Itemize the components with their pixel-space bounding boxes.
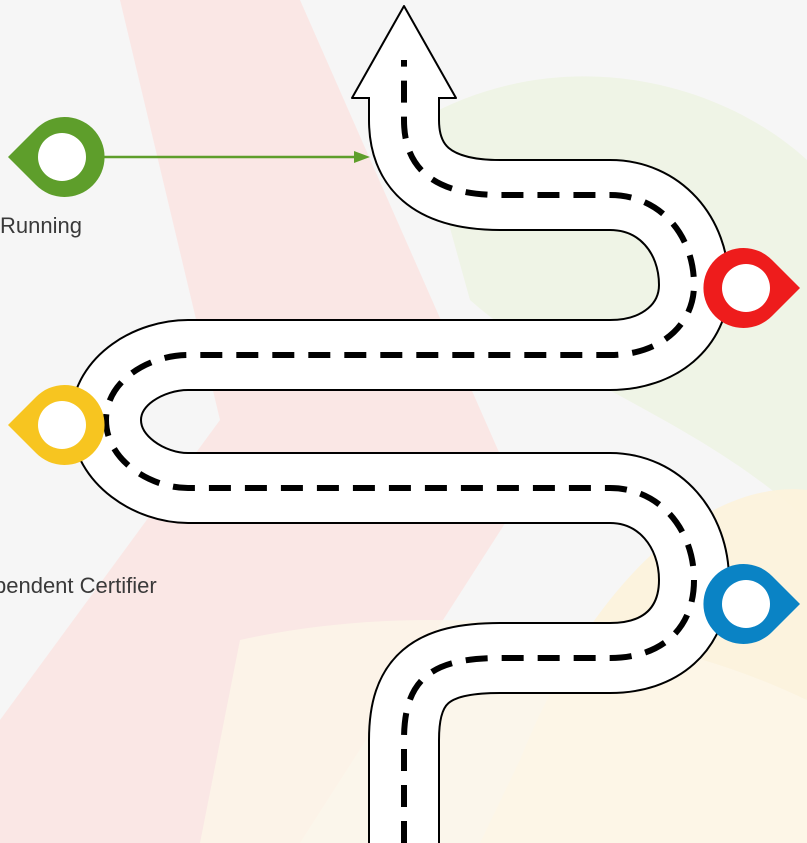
blue-pin-icon [703,564,800,644]
winding-road [70,5,730,843]
milestone-label-running: Running [0,213,82,238]
red-pin-icon [703,248,800,328]
pointer-arrow [98,151,370,163]
milestone-label-certifier: pendent Certifier [0,573,157,598]
green-pin-icon [8,117,105,197]
yellow-pin-icon [8,385,105,465]
